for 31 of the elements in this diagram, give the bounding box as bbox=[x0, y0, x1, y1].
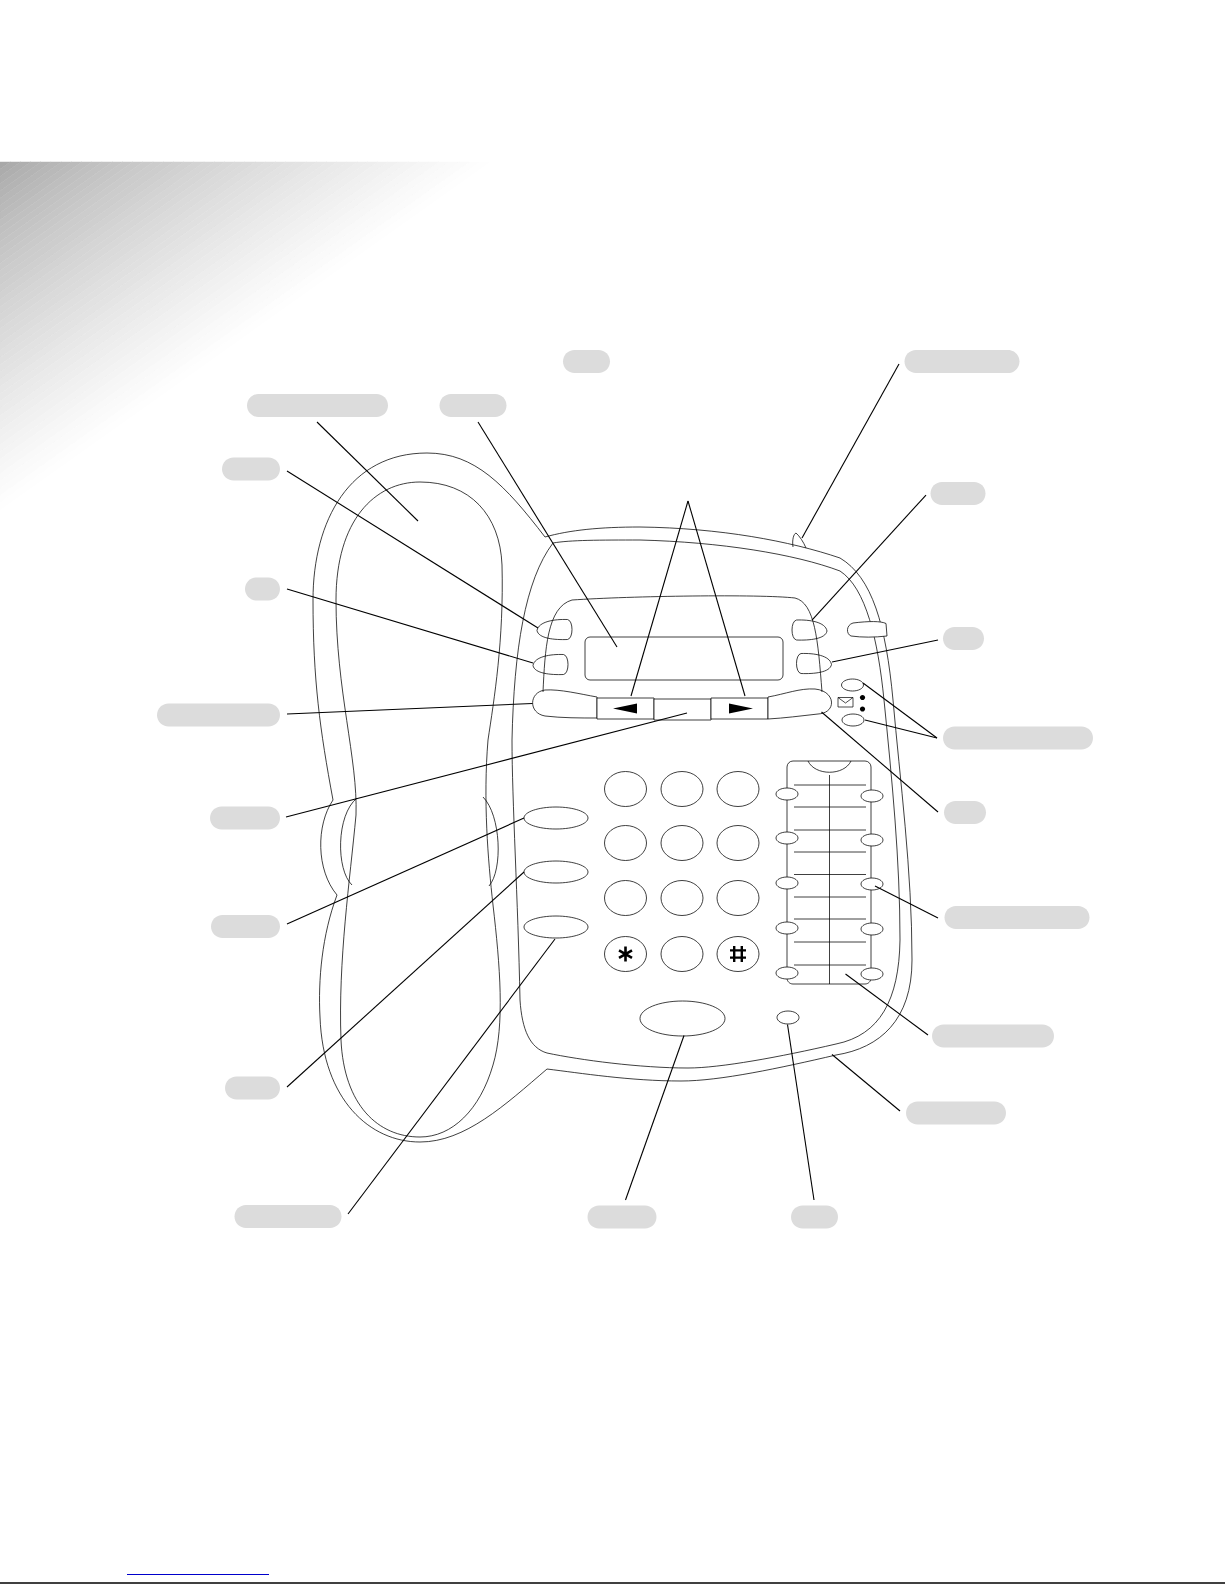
callout-pill bbox=[225, 1076, 280, 1100]
leader-line bbox=[786, 1023, 815, 1201]
callout-pill bbox=[211, 915, 280, 938]
callout-pill bbox=[930, 482, 986, 505]
callout-pill bbox=[247, 394, 388, 417]
leader-line bbox=[831, 1053, 901, 1112]
handset bbox=[312, 452, 548, 1143]
leader-line bbox=[316, 421, 419, 522]
leader-line bbox=[286, 470, 539, 629]
callout-pill bbox=[587, 1205, 657, 1229]
callout-pill bbox=[943, 627, 984, 650]
callout-pill bbox=[439, 394, 507, 417]
callout-pill bbox=[563, 350, 610, 373]
callout-pill bbox=[944, 906, 1090, 929]
callout-pill bbox=[943, 726, 1093, 750]
callout-pill bbox=[944, 801, 986, 824]
callout-pill bbox=[157, 703, 280, 727]
callout-pill bbox=[906, 1101, 1006, 1125]
leader-line bbox=[624, 1034, 685, 1201]
callout-pill bbox=[904, 350, 1020, 373]
callout-pill bbox=[210, 806, 280, 830]
callout-pill bbox=[234, 1205, 342, 1228]
callout-pill bbox=[245, 577, 280, 601]
leader-line bbox=[286, 817, 525, 925]
callout-pill bbox=[222, 457, 280, 481]
callout-pill bbox=[791, 1205, 838, 1229]
callout-pill bbox=[932, 1024, 1054, 1048]
leader-line bbox=[286, 702, 534, 715]
leader-line bbox=[286, 588, 534, 664]
leader-line bbox=[801, 363, 900, 539]
leader-line bbox=[347, 938, 556, 1215]
